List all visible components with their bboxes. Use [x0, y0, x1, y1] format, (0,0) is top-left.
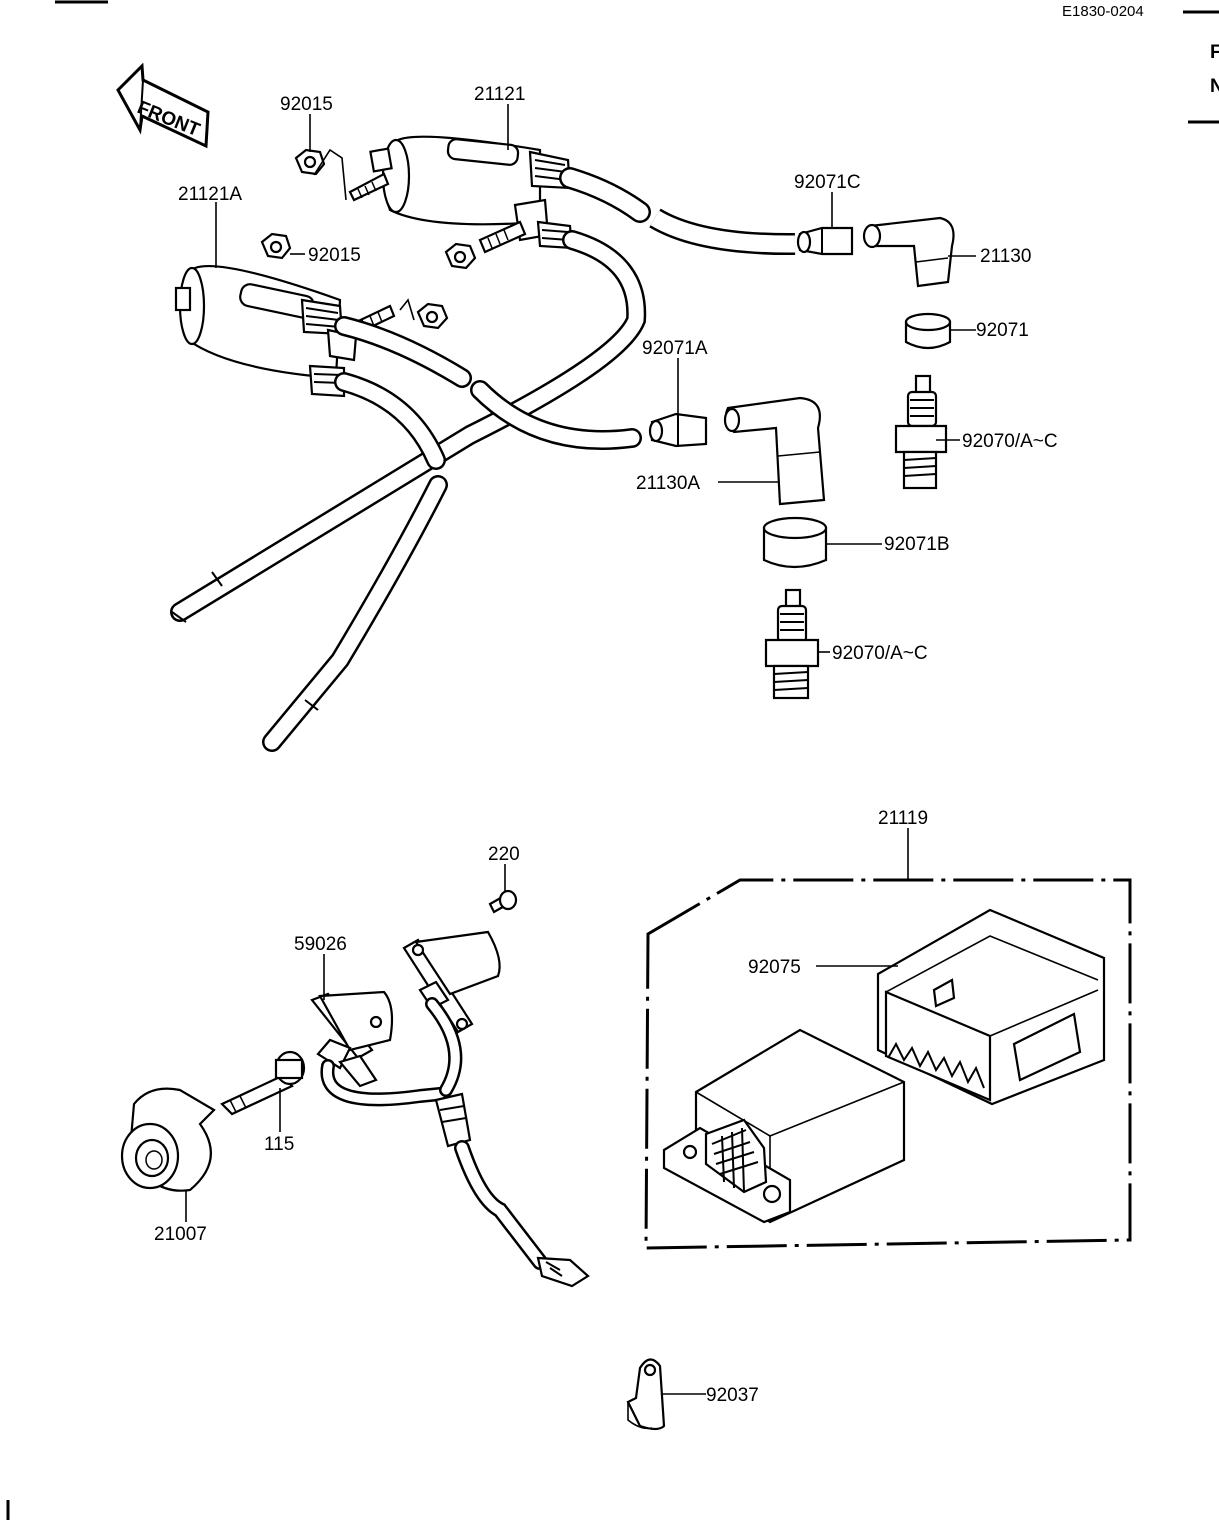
label-21121: 21121 — [474, 84, 525, 105]
leader-lines — [185, 104, 976, 1395]
edge-mark-2: N — [1210, 76, 1219, 97]
ht-lead-upper-right — [559, 167, 796, 256]
plug-cap-21130 — [862, 216, 955, 288]
label-92070-top: 92070/A~C — [962, 431, 1058, 452]
label-92071A: 92071A — [642, 338, 708, 359]
coil-stud-upper — [348, 172, 527, 254]
cap-insert-92071A — [648, 412, 708, 448]
plug-cap-21130A — [723, 396, 826, 506]
label-92015-mid: 92015 — [308, 245, 361, 266]
edge-mark-1: F — [1210, 42, 1219, 63]
timing-rotor-21007 — [120, 1087, 216, 1192]
cap-insert-92071C — [796, 226, 854, 256]
seal-92071B — [762, 516, 828, 569]
label-220: 220 — [488, 844, 520, 865]
label-21130: 21130 — [980, 246, 1031, 267]
ignition-coil-21121 — [369, 135, 574, 250]
nut-92015-d — [416, 302, 449, 330]
screw-220 — [488, 889, 518, 914]
igniter-kit-21119 — [644, 878, 1132, 1250]
label-21121A: 21121A — [178, 184, 242, 205]
pickup-wiring — [320, 997, 590, 1288]
label-21007: 21007 — [154, 1224, 207, 1245]
spark-plug-92070-upper — [894, 374, 948, 490]
label-92071: 92071 — [976, 320, 1029, 341]
seal-92071 — [904, 312, 952, 350]
label-21130A: 21130A — [636, 473, 700, 494]
nut-92015-c — [260, 232, 292, 260]
label-92037: 92037 — [706, 1385, 759, 1406]
igniter-cover-92075 — [876, 908, 1106, 1106]
pickup-coil-second — [402, 930, 501, 1034]
label-21119: 21119 — [878, 808, 928, 829]
spark-plug-92070-lower — [764, 588, 820, 700]
ignition-coil-21121A — [174, 265, 358, 398]
igniter-unit — [662, 1028, 906, 1224]
nut-92015-b — [444, 242, 477, 270]
label-92071C: 92071C — [794, 172, 861, 193]
bolt-115 — [220, 1050, 306, 1116]
label-59026: 59026 — [294, 934, 347, 955]
label-92075: 92075 — [748, 957, 801, 978]
label-115: 115 — [264, 1134, 294, 1155]
clamp-92037 — [626, 1358, 666, 1431]
nut-92015-a — [294, 148, 326, 176]
label-92015-top: 92015 — [280, 94, 333, 115]
ht-lead-lower — [262, 316, 642, 752]
ht-lead-upper-long — [170, 230, 647, 623]
label-92071B: 92071B — [884, 534, 950, 555]
front-arrow: FRONT — [116, 62, 210, 149]
pickup-coil-59026 — [310, 990, 394, 1088]
label-92070-bottom: 92070/A~C — [832, 643, 928, 664]
diagram-code: E1830-0204 — [1062, 3, 1144, 20]
